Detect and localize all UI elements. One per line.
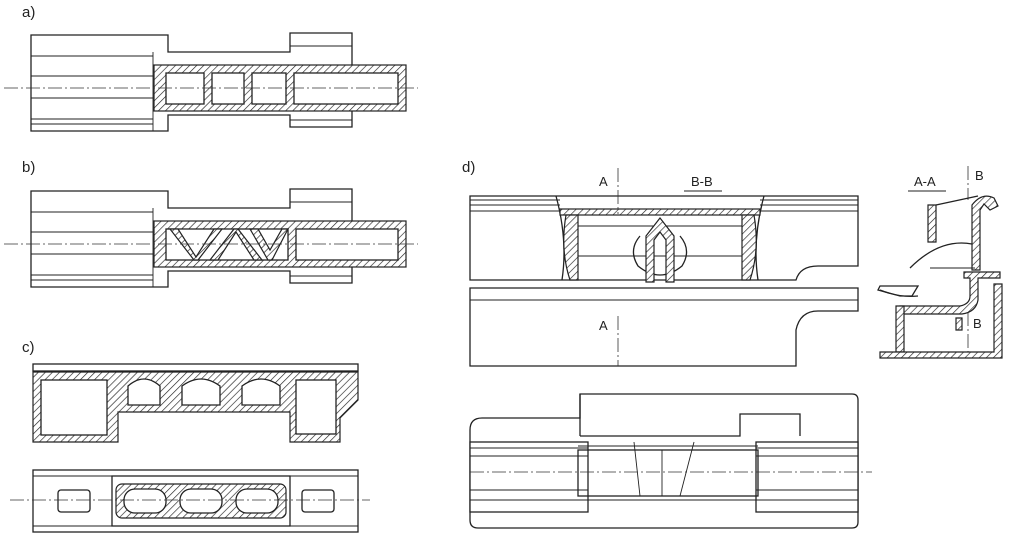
section-aa-label: A-A [914, 174, 936, 189]
panel-a-label: a) [22, 4, 35, 21]
panel-d-label: d) [462, 159, 475, 176]
section-bb-label: B-B [691, 174, 713, 189]
section-b-top-label: B [975, 168, 984, 183]
panel-d: d) A B-B A [462, 159, 1003, 529]
panel-b-label: b) [22, 159, 35, 176]
panel-c-label: c) [22, 339, 35, 356]
panel-a: a) [4, 4, 418, 132]
section-a-bottom-label: A [599, 318, 608, 333]
panel-b: b) [4, 159, 418, 288]
panel-c: c) [10, 339, 370, 533]
section-b-bottom-label: B [973, 316, 982, 331]
section-a-top-label: A [599, 174, 608, 189]
